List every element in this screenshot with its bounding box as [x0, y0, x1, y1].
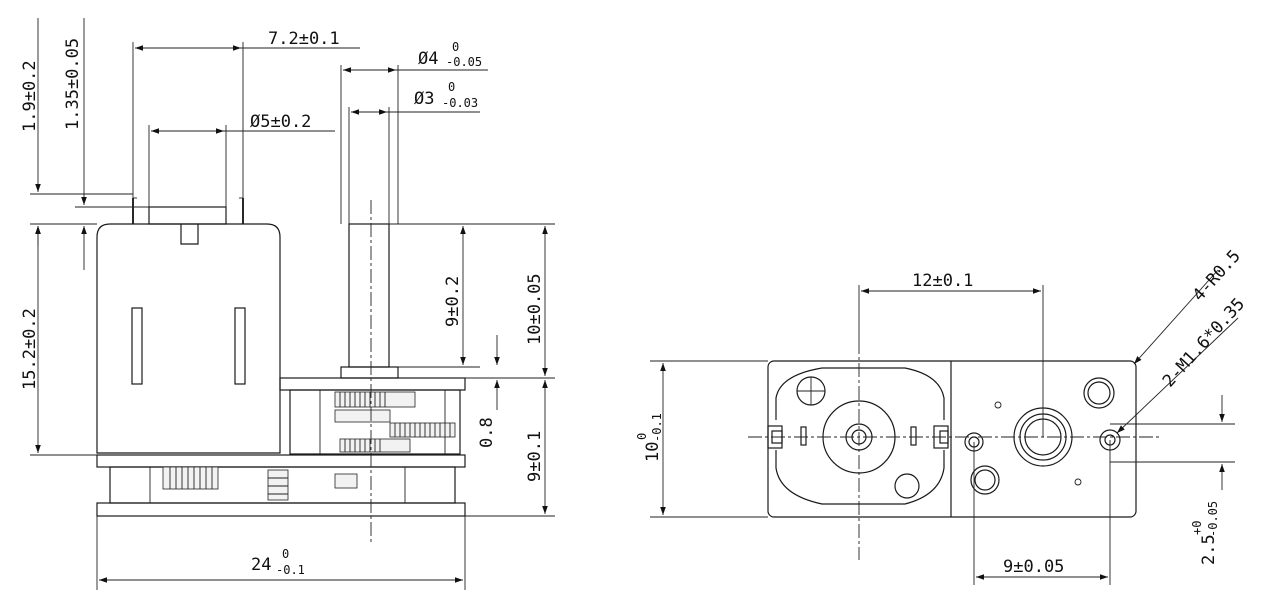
- dim-height-lower: -0.1: [650, 413, 664, 442]
- dim-motor-height: 15.2±0.2: [20, 308, 40, 390]
- gearbox: [279, 377, 466, 455]
- dim-total-length-lower: -0.1: [276, 563, 305, 577]
- dim-height-main: 10: [643, 442, 663, 462]
- end-view-dimension-lines: [660, 269, 1239, 580]
- motor-shaft-end: [796, 376, 920, 499]
- dim-shaft-dia-flat-upper: 0: [448, 80, 455, 94]
- output-shaft: [340, 65, 399, 545]
- side-view: 1.9±0.2 1.35±0.05 15.2±0.2 7.2±0.1 Ø5±0.…: [20, 18, 555, 590]
- gearbox-plates: [96, 454, 466, 517]
- dim-offset-shaft: 1.35±0.05: [63, 38, 83, 130]
- dim-hole-offset-upper: +0: [1190, 521, 1204, 535]
- dim-total-length-main: 24: [251, 555, 271, 575]
- motor-body: [96, 223, 281, 454]
- side-view-labels: 1.9±0.2 1.35±0.05 15.2±0.2 7.2±0.1 Ø5±0.…: [20, 29, 545, 577]
- dim-terminal-spacing: 7.2±0.1: [268, 29, 340, 49]
- dim-shaft-dia-main-lower: -0.05: [446, 55, 482, 69]
- extension-lines: [30, 42, 555, 590]
- dim-shaft-dia-main: Ø4: [418, 49, 438, 69]
- output-flange: [964, 377, 1121, 495]
- dim-terminal-width: Ø5±0.2: [250, 112, 311, 132]
- dim-plate-gap: 0.8: [477, 417, 497, 448]
- dim-shaft-dia-flat: Ø3: [414, 89, 434, 109]
- dim-center-distance: 12±0.1: [912, 271, 973, 291]
- dim-hole-offset-lower: -0.05: [1206, 501, 1220, 537]
- dim-shaft-len: 10±0.05: [525, 273, 545, 345]
- dim-total-length-upper: 0: [282, 547, 289, 561]
- dim-mount-holes: 2-M1.6*0.35: [1159, 294, 1249, 391]
- end-view-extension-lines: [650, 285, 1235, 585]
- dim-height-upper: 0: [635, 433, 649, 440]
- dim-gearbox-height: 9±0.1: [525, 431, 545, 482]
- dim-hole-offset-main: 2.5: [1199, 534, 1219, 565]
- end-view-centerlines: [748, 340, 1160, 560]
- motor-terminals: [132, 197, 244, 225]
- dim-hole-spacing: 9±0.05: [1003, 557, 1064, 577]
- dim-shaft-dia-flat-lower: -0.03: [442, 96, 478, 110]
- dim-shaft-dia-main-upper: 0: [452, 40, 459, 54]
- dim-offset-top: 1.9±0.2: [20, 60, 40, 132]
- dim-shaft-flat-len: 9±0.2: [443, 276, 463, 327]
- end-view-labels: 12±0.1 4-R0.5 2-M1.6*0.35 10 0 -0.1 9±0.…: [635, 246, 1249, 577]
- dimension-lines: [35, 18, 548, 583]
- end-view: 12±0.1 4-R0.5 2-M1.6*0.35 10 0 -0.1 9±0.…: [635, 246, 1249, 585]
